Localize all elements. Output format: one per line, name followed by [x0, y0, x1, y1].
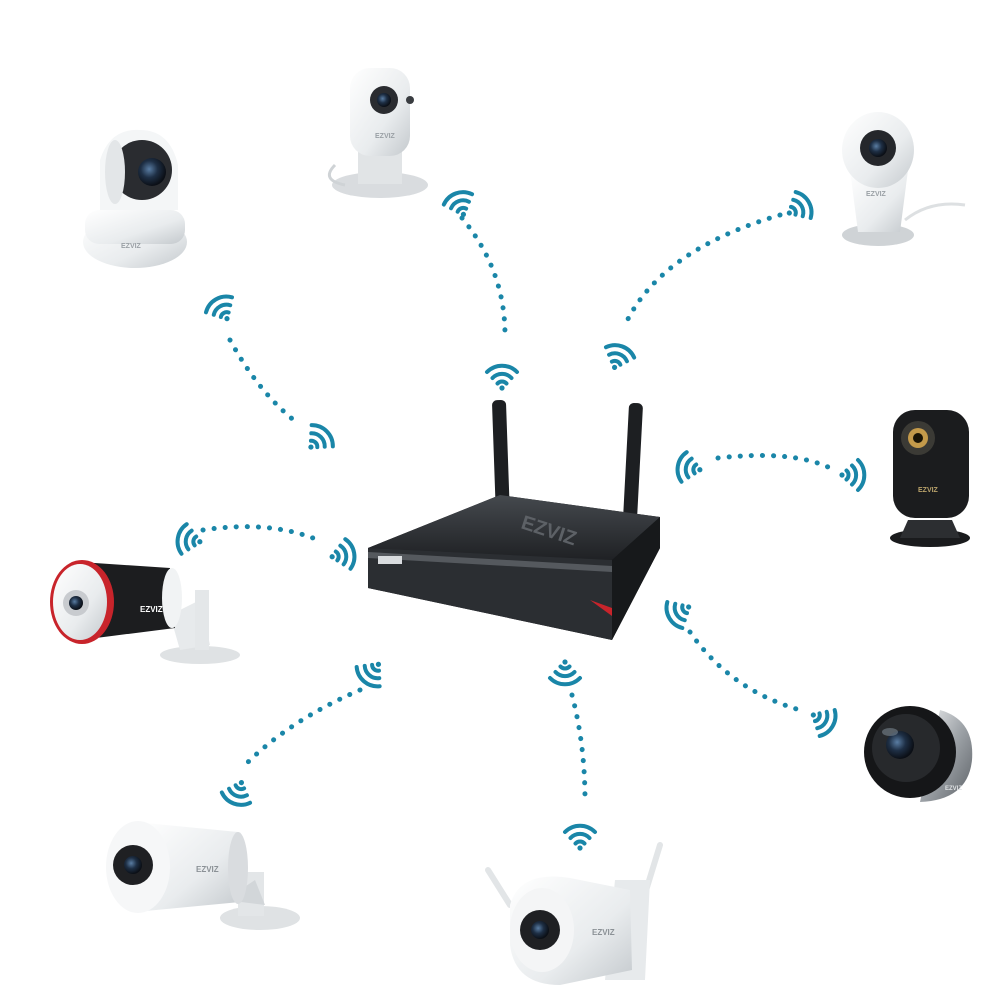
bullet-camera-red-ring-icon: EZVIZ [50, 560, 240, 664]
mini-cube-camera-icon: EZVIZ [327, 68, 428, 198]
camera-7-brand: EZVIZ [196, 865, 219, 874]
wifi-signal-icon [200, 289, 244, 331]
camera-6-brand: EZVIZ [945, 786, 962, 792]
wifi-signal-icon [350, 650, 394, 694]
mini-o-camera-icon: EZVIZ [842, 112, 966, 246]
wireless-link-6 [687, 629, 803, 713]
wireless-link-5 [200, 524, 321, 543]
wireless-links [200, 212, 831, 803]
wifi-signal-icon [485, 363, 519, 393]
wifi-signal-icon [777, 186, 819, 230]
wireless-link-2 [459, 215, 508, 338]
camera-5-brand: EZVIZ [140, 605, 163, 614]
camera-1-brand: EZVIZ [121, 243, 142, 250]
wifi-signal-icon [173, 521, 208, 559]
camera-8-brand: EZVIZ [592, 928, 615, 937]
wifi-signal-icon [837, 458, 867, 492]
bullet-camera-icon: EZVIZ [106, 821, 300, 930]
wifi-signal-icon [673, 449, 708, 487]
wifi-signal-icon [563, 823, 597, 853]
wifi-signal-icon [548, 657, 582, 687]
camera-2-brand: EZVIZ [375, 133, 396, 140]
wireless-link-3 [622, 212, 783, 328]
wifi-signal-icon [324, 536, 359, 574]
wifi-signal-icon [597, 339, 639, 377]
fisheye-dome-camera-icon: EZVIZ [864, 706, 973, 802]
outdoor-wifi-camera-icon: EZVIZ [485, 842, 663, 985]
wireless-link-8 [569, 692, 588, 803]
wireless-link-1 [227, 337, 303, 428]
nvr-recorder-icon: EZVIZ [368, 399, 660, 640]
black-cube-camera-icon: EZVIZ [890, 410, 970, 547]
wifi-signal-icon [659, 590, 701, 634]
wireless-link-7 [242, 687, 363, 768]
wifi-signal-icon [801, 698, 843, 742]
camera-3-brand: EZVIZ [866, 191, 887, 198]
wifi-signal-icon [298, 421, 337, 460]
camera-4-brand: EZVIZ [918, 487, 939, 494]
wireless-link-4 [715, 452, 831, 470]
pan-tilt-camera-icon: EZVIZ [83, 129, 187, 268]
wifi-signal-icon [217, 773, 259, 811]
